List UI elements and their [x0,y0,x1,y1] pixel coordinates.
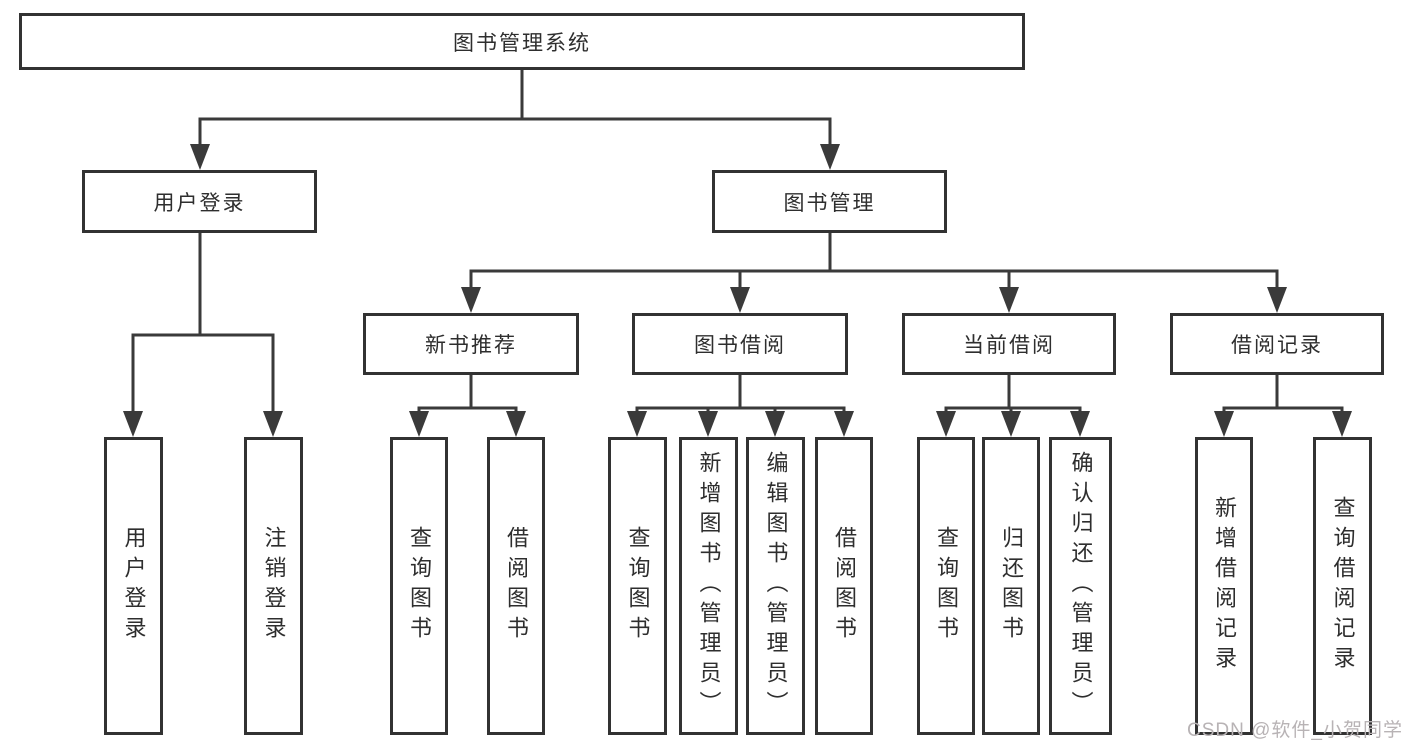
node-new-book-recommend-label: 新书推荐 [425,334,517,357]
node-new-book-recommend: 新书推荐 [363,313,579,375]
arrow-down-icon [999,287,1019,313]
node-root-label: 图书管理系统 [453,31,591,55]
connector-root-level1 [198,68,832,148]
leaf-add-borrow-record: 新增借阅记录 [1195,437,1253,735]
leaf-add-book-admin: 新增图书（管理员） [679,437,738,735]
leaf-borrow-book-1: 借阅图书 [487,437,545,735]
leaf-add-book-admin-label: 新增图书（管理员） [696,451,722,721]
leaf-query-book-2: 查询图书 [608,437,667,735]
node-user-login-label: 用户登录 [153,191,246,215]
leaf-query-book-1: 查询图书 [390,437,448,735]
node-borrow-records-label: 借阅记录 [1231,334,1323,357]
leaf-query-borrow-record-label: 查询借阅记录 [1330,496,1356,676]
connector-login-leaves [131,231,275,415]
leaf-borrow-book-1-label: 借阅图书 [504,526,529,646]
connector-manage-level2 [469,231,1279,291]
node-current-borrow-label: 当前借阅 [963,334,1055,357]
arrow-down-icon [506,411,526,437]
arrow-down-icon [190,144,210,170]
leaf-edit-book-admin-label: 编辑图书（管理员） [763,451,789,721]
leaf-return-book: 归还图书 [982,437,1040,735]
leaf-add-borrow-record-label: 新增借阅记录 [1212,496,1237,676]
arrow-down-icon [461,287,481,313]
leaf-query-book-2-label: 查询图书 [625,526,651,646]
leaf-user-login: 用户登录 [104,437,163,735]
node-root: 图书管理系统 [19,13,1025,70]
connector-newbook-leaves [417,373,518,415]
arrow-down-icon [1001,411,1021,437]
leaf-borrow-book-2-label: 借阅图书 [832,526,857,646]
arrow-down-icon [1332,411,1352,437]
leaf-query-book-3-label: 查询图书 [934,526,959,646]
leaf-edit-book-admin: 编辑图书（管理员） [746,437,805,735]
arrow-down-icon [936,411,956,437]
connector-records-leaves [1222,373,1344,415]
arrow-down-icon [409,411,429,437]
leaf-query-book-1-label: 查询图书 [407,526,432,646]
arrow-down-icon [123,411,143,437]
arrow-down-icon [698,411,718,437]
arrow-down-icon [1267,287,1287,313]
connector-borrow-leaves [635,373,846,415]
leaf-borrow-book-2: 借阅图书 [815,437,873,735]
arrow-down-icon [820,144,840,170]
leaf-query-borrow-record: 查询借阅记录 [1313,437,1372,735]
arrow-down-icon [627,411,647,437]
leaf-query-book-3: 查询图书 [917,437,975,735]
csdn-watermark: CSDN @软件_小贺同学 [1187,720,1403,741]
leaf-return-book-label: 归还图书 [999,526,1024,646]
node-book-manage-label: 图书管理 [783,191,876,215]
node-borrow-records: 借阅记录 [1170,313,1384,375]
node-book-borrow-label: 图书借阅 [694,334,786,357]
leaf-logout: 注销登录 [244,437,303,735]
arrow-down-icon [1070,411,1090,437]
leaf-confirm-return-admin: 确认归还（管理员） [1049,437,1112,735]
arrow-down-icon [765,411,785,437]
arrow-down-icon [730,287,750,313]
arrow-down-icon [263,411,283,437]
leaf-user-login-label: 用户登录 [121,526,147,646]
leaf-confirm-return-admin-label: 确认归还（管理员） [1068,451,1094,721]
node-current-borrow: 当前借阅 [902,313,1116,375]
arrow-down-icon [1214,411,1234,437]
leaf-logout-label: 注销登录 [261,526,287,646]
arrow-down-icon [834,411,854,437]
connector-current-leaves [944,373,1082,415]
node-user-login: 用户登录 [82,170,317,233]
node-book-manage: 图书管理 [712,170,947,233]
node-book-borrow: 图书借阅 [632,313,848,375]
